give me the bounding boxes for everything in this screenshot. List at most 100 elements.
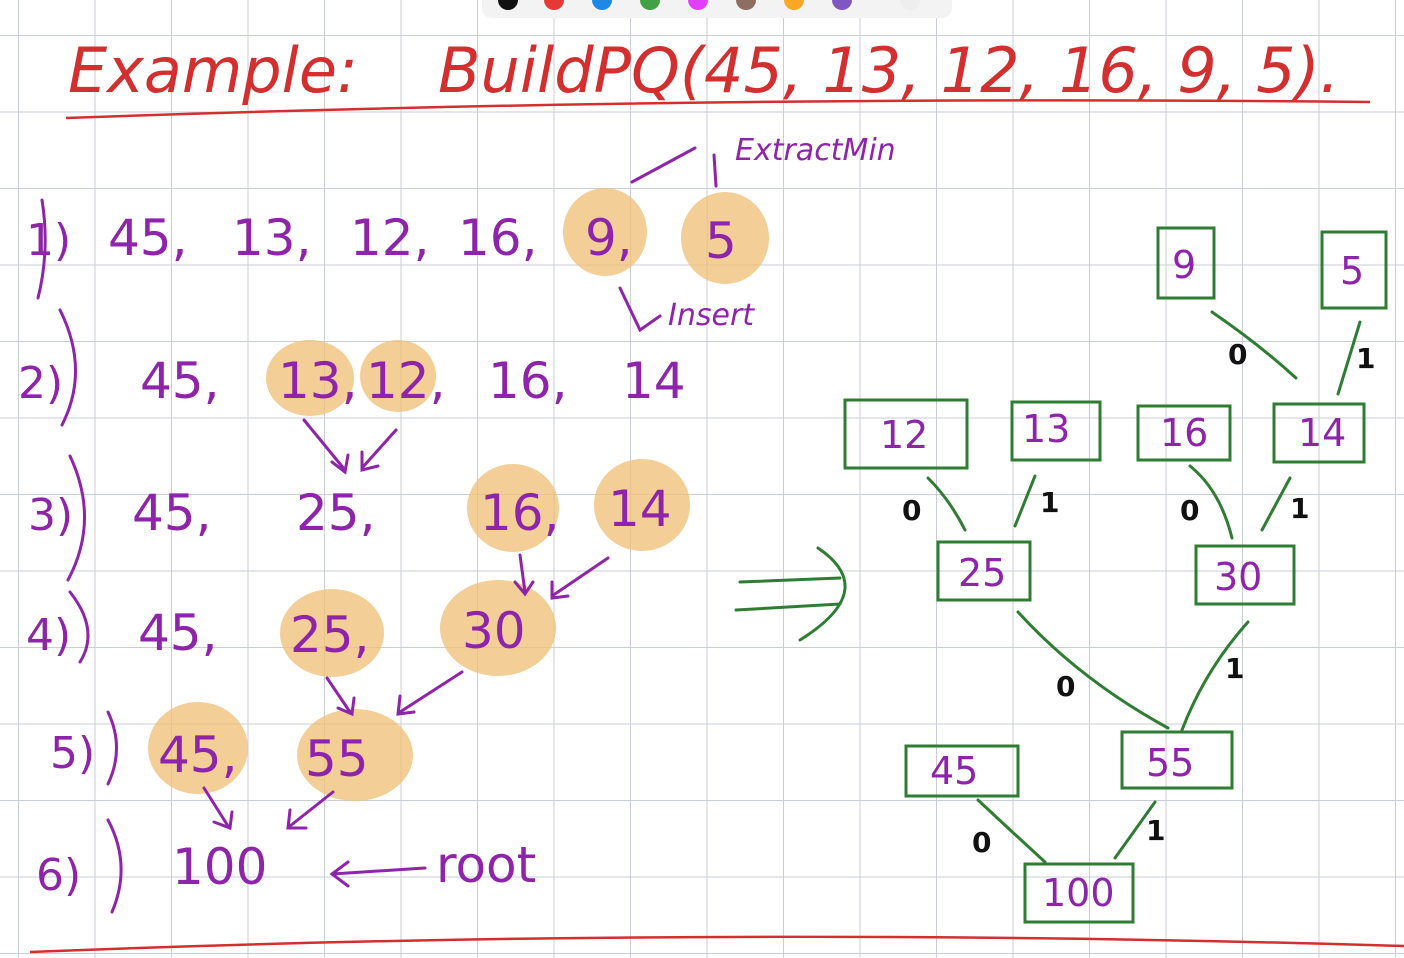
edge-label-1: 1 — [1225, 652, 1244, 685]
paren-2 — [58, 308, 77, 427]
arrow-55-to-100 — [286, 790, 335, 830]
arrow-14-to-30 — [550, 556, 610, 600]
step-item: 45, — [158, 726, 238, 784]
extract-min-note: ExtractMin — [735, 133, 896, 168]
pen-blue-button[interactable] — [592, 0, 612, 10]
step-item: 12, — [350, 209, 430, 267]
tree-node-13: 13 — [1010, 400, 1102, 462]
tree-node-12: 12 — [843, 398, 969, 470]
step-item: 13, — [278, 352, 358, 410]
title-underline — [65, 99, 1371, 120]
step-2: 2) 45, 13, 12, 16, 14 — [18, 352, 686, 410]
arrow-16-to-30 — [513, 553, 535, 597]
highlight-13 — [266, 340, 354, 416]
tree-node-45: 45 — [904, 744, 1020, 798]
step-number: 1) — [26, 215, 71, 266]
step-item: 14 — [622, 352, 686, 410]
edge-label-0: 0 — [902, 494, 921, 527]
step-4: 4) 45, 25, 30 — [26, 602, 526, 664]
insert-pointer — [618, 286, 662, 333]
highlight-55 — [297, 709, 413, 801]
highlight-9 — [563, 188, 647, 276]
pen-purple-button[interactable] — [832, 0, 852, 10]
tree-node-14: 14 — [1272, 402, 1366, 464]
paren-1 — [36, 198, 47, 300]
buildpq-call: BuildPQ(45, 13, 12, 16, 9, 5). — [438, 34, 1339, 107]
pen-white-button[interactable] — [900, 0, 920, 10]
step-number: 2) — [18, 358, 63, 409]
highlight-45 — [148, 702, 248, 794]
paren-4 — [68, 590, 90, 664]
edge-label-0: 0 — [1056, 670, 1075, 703]
pen-toolbar — [482, 0, 952, 18]
tree-nodes: 9 5 12 13 16 14 25 30 — [843, 226, 1388, 924]
step-item: 5 — [705, 212, 737, 270]
step-item: 45, — [132, 484, 212, 542]
paren-5 — [106, 710, 118, 786]
extract-min-pointer — [630, 146, 718, 188]
edge-25-55 — [1016, 610, 1170, 730]
root-note: root — [436, 836, 536, 894]
step-item: 16, — [480, 484, 560, 542]
edge-16-30 — [1188, 464, 1234, 540]
step-6: 6) 100 — [36, 838, 267, 901]
pen-brown-button[interactable] — [736, 0, 756, 10]
merge-arrows — [202, 418, 610, 831]
pen-green-button[interactable] — [640, 0, 660, 10]
step-item: 30 — [462, 602, 526, 660]
step-item: 45, — [140, 352, 220, 410]
edge-45-100 — [976, 798, 1047, 864]
arrow-25-to-55 — [325, 676, 356, 717]
svg-text:12: 12 — [880, 413, 928, 457]
example-label: Example: — [68, 34, 358, 107]
pen-black-button[interactable] — [498, 0, 518, 10]
step-item: 14 — [608, 480, 672, 538]
tree-node-9: 9 — [1156, 226, 1216, 300]
highlight-30 — [440, 580, 556, 676]
svg-text:25: 25 — [958, 551, 1006, 595]
insert-note: Insert — [668, 298, 755, 333]
highlight-5 — [681, 192, 769, 284]
edge-label-0: 0 — [972, 826, 991, 859]
svg-text:30: 30 — [1214, 555, 1262, 599]
step-item: 9, — [585, 209, 633, 267]
step-item: 16, — [488, 352, 568, 410]
tree-node-30: 30 — [1194, 544, 1296, 606]
edge-9-14 — [1210, 310, 1298, 380]
edge-5-14 — [1336, 320, 1362, 396]
svg-text:16: 16 — [1160, 411, 1208, 455]
svg-text:100: 100 — [1042, 871, 1115, 915]
step-item: 16, — [458, 209, 538, 267]
root-pointer — [329, 860, 427, 888]
edge-14-30 — [1260, 476, 1292, 532]
arrow-45-to-100 — [202, 786, 234, 831]
step-number: 4) — [26, 610, 71, 661]
step-item: 100 — [172, 838, 267, 896]
pen-pink-button[interactable] — [688, 0, 708, 10]
svg-text:9: 9 — [1172, 243, 1196, 287]
svg-text:55: 55 — [1146, 741, 1194, 785]
tree-edges — [926, 310, 1362, 864]
pen-yellow-button[interactable] — [784, 0, 804, 10]
pen-red-button[interactable] — [544, 0, 564, 10]
step-item: 13, — [232, 209, 312, 267]
step-5: 5) 45, 55 — [50, 726, 369, 788]
tree-node-16: 16 — [1136, 404, 1232, 462]
edge-55-100 — [1113, 800, 1157, 860]
svg-text:5: 5 — [1340, 249, 1364, 293]
tree-node-55: 55 — [1120, 730, 1234, 790]
step-item: 25, — [296, 484, 376, 542]
implies-arrow — [734, 546, 847, 642]
step-item: 12, — [366, 352, 446, 410]
step-1: 1) 45, 13, 12, 16, 9, 5 — [26, 209, 737, 270]
edge-label-0: 0 — [1228, 338, 1247, 371]
highlight-14 — [594, 459, 690, 551]
svg-text:45: 45 — [930, 749, 978, 793]
edge-labels: 0 1 0 1 0 1 0 1 0 1 — [902, 338, 1375, 859]
step-item: 25, — [290, 606, 370, 664]
step-number: 5) — [50, 728, 95, 779]
tree-node-100: 100 — [1023, 862, 1135, 924]
edge-label-1: 1 — [1146, 814, 1165, 847]
edge-label-1: 1 — [1356, 342, 1375, 375]
